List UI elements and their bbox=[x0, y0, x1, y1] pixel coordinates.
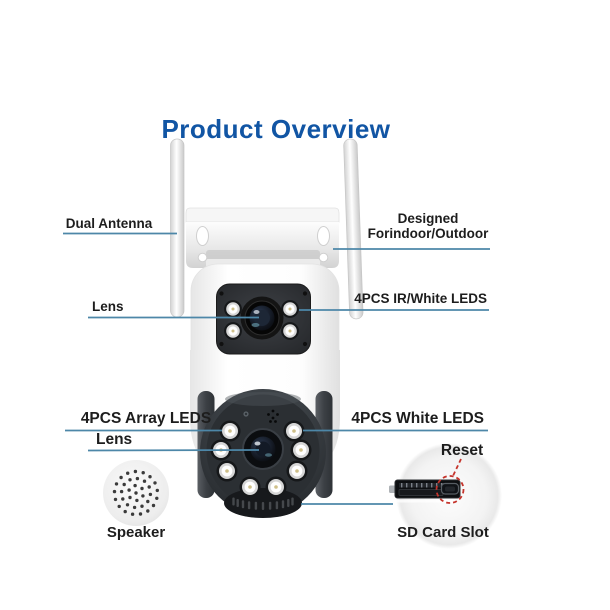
label-designed: Designed Forindoor/Outdoor bbox=[353, 211, 503, 241]
label-lens-lower: Lens bbox=[96, 431, 133, 448]
pointer-lines bbox=[63, 232, 490, 505]
light-sensor-icon bbox=[243, 411, 249, 417]
knurl-ribs bbox=[232, 497, 294, 510]
reset-button-icon bbox=[435, 458, 465, 504]
right-antenna-icon bbox=[343, 138, 364, 320]
label-white-leds: 4PCS White LEDS bbox=[351, 410, 484, 427]
label-sd-card-slot: SD Card Slot bbox=[397, 524, 489, 541]
dome-lens-icon bbox=[242, 428, 284, 470]
label-array-leds: 4PCS Array LEDS bbox=[80, 410, 212, 427]
speaker-holes bbox=[112, 469, 159, 516]
label-lens-upper: Lens bbox=[92, 299, 124, 314]
speaker-detail-icon bbox=[103, 460, 169, 526]
label-speaker: Speaker bbox=[106, 524, 166, 541]
label-designed-line2: Forindoor/Outdoor bbox=[367, 226, 489, 241]
label-reset: Reset bbox=[440, 442, 484, 459]
sd-card-slot-icon bbox=[389, 443, 502, 549]
mic-holes-icon bbox=[267, 409, 279, 423]
upper-lens-icon bbox=[240, 296, 284, 340]
label-designed-line1: Designed bbox=[397, 211, 459, 226]
label-dual-antenna: Dual Antenna bbox=[65, 216, 153, 231]
page-title: Product Overview bbox=[161, 114, 391, 144]
label-ir-white-leds: 4PCS IR/White LEDS bbox=[354, 291, 487, 306]
mount-bracket bbox=[185, 207, 340, 268]
dome-white-leds bbox=[210, 420, 312, 498]
left-antenna-icon bbox=[170, 138, 185, 318]
pointer-lens-lower bbox=[87, 449, 260, 452]
upper-ir-white-leds bbox=[224, 300, 299, 340]
